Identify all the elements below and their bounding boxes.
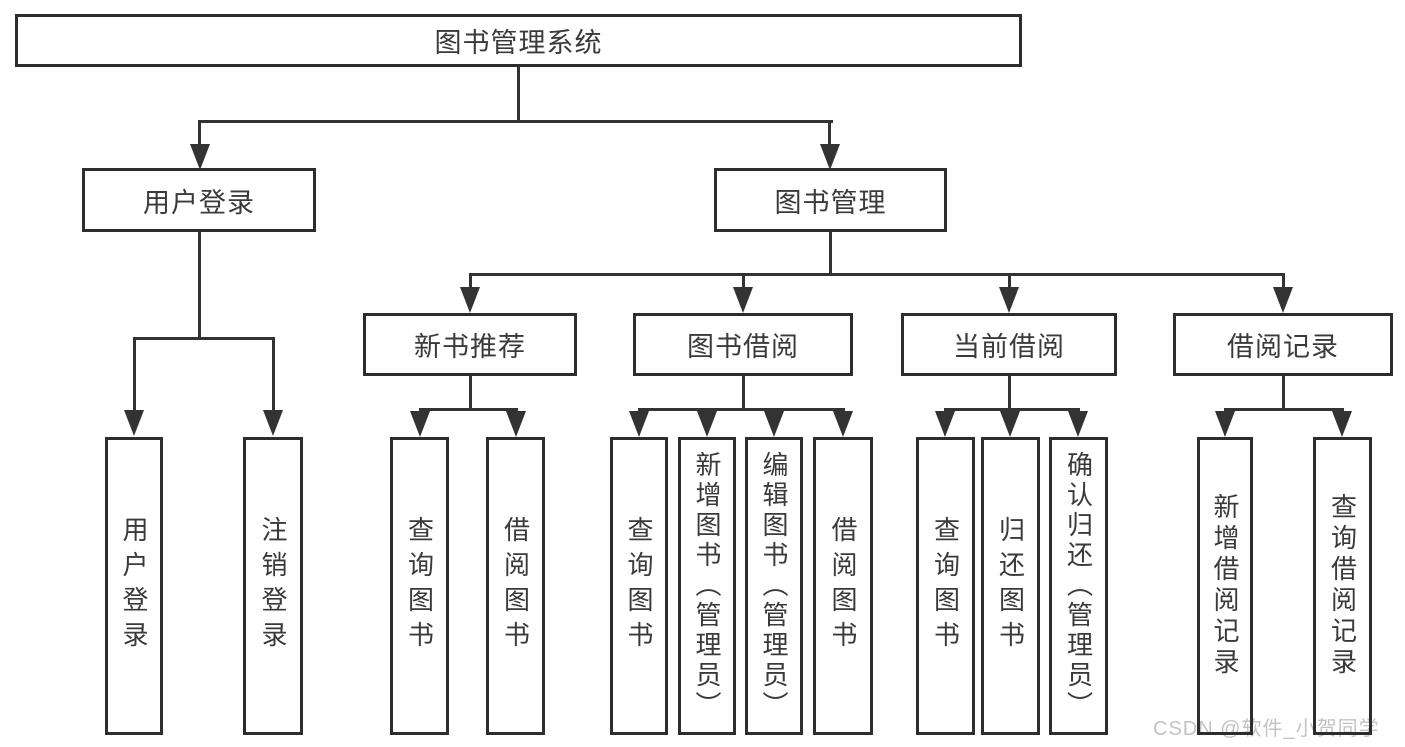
arrowhead-down-icon: [263, 410, 283, 436]
leaf-current-query-books: 查询图书: [916, 437, 975, 735]
leaf-current-query-books-label: 查询图书: [930, 516, 961, 656]
node-book-borrowing-label: 图书借阅: [687, 332, 799, 362]
connector-new-book-drop: [469, 374, 472, 411]
node-borrowing-records-label: 借阅记录: [1227, 332, 1339, 362]
node-book-management-label: 图书管理: [774, 187, 887, 218]
arrowhead-down-icon: [1215, 411, 1235, 437]
node-book-management: 图书管理: [714, 168, 947, 232]
leaf-return-books: 归还图书: [981, 437, 1040, 735]
connector-current-borrow-hline: [944, 408, 1080, 411]
leaf-borrow-books: 借阅图书: [813, 437, 873, 735]
node-new-book-recommend: 新书推荐: [363, 313, 577, 376]
leaf-query-borrow-record-label: 查询借阅记录: [1327, 493, 1358, 679]
leaf-confirm-return-admin: 确认归还（管理员）: [1049, 437, 1108, 735]
connector-book-mgmt-drop: [829, 232, 832, 276]
arrowhead-down-icon: [1068, 411, 1088, 437]
connector-root-drop: [517, 67, 520, 123]
leaf-user-login-label: 用户登录: [119, 516, 149, 656]
leaf-newbook-query-books-label: 查询图书: [404, 516, 435, 656]
leaf-add-borrow-record-label: 新增借阅记录: [1210, 493, 1240, 679]
connector-user-login-drop: [198, 232, 201, 338]
connector-new-book-hline: [419, 408, 517, 411]
connector-arrow-stem: [272, 337, 275, 411]
leaf-borrow-query-books-label: 查询图书: [624, 516, 654, 656]
arrowhead-down-icon: [1273, 287, 1293, 313]
connector-book-borrow-hline: [638, 408, 844, 411]
leaf-newbook-borrow-books: 借阅图书: [486, 437, 545, 735]
arrowhead-down-icon: [1332, 411, 1352, 437]
arrowhead-down-icon: [190, 144, 210, 170]
connector-user-login-hline: [133, 337, 275, 340]
node-current-borrowing: 当前借阅: [901, 313, 1117, 376]
arrowhead-down-icon: [1000, 411, 1020, 437]
connector-arrow-stem: [742, 273, 745, 289]
connector-level3-hline: [469, 273, 1285, 276]
leaf-borrow-books-label: 借阅图书: [828, 516, 858, 656]
arrowhead-down-icon: [935, 411, 955, 437]
leaf-add-books-admin-label: 新增图书（管理员）: [692, 451, 722, 721]
leaf-newbook-query-books: 查询图书: [390, 437, 449, 735]
arrowhead-down-icon: [820, 144, 840, 170]
arrowhead-down-icon: [733, 287, 753, 313]
leaf-confirm-return-admin-label: 确认归还（管理员）: [1063, 451, 1094, 721]
arrowhead-down-icon: [629, 411, 649, 437]
leaf-borrow-query-books: 查询图书: [610, 437, 668, 735]
connector-arrow-stem: [198, 120, 201, 146]
leaf-logout: 注销登录: [243, 437, 303, 735]
connector-level2-hline: [199, 120, 833, 123]
arrowhead-down-icon: [697, 411, 717, 437]
node-new-book-recommend-label: 新书推荐: [414, 332, 526, 362]
leaf-return-books-label: 归还图书: [995, 516, 1026, 656]
connector-arrow-stem: [133, 337, 136, 411]
node-user-login-label: 用户登录: [143, 187, 255, 218]
leaf-edit-books-admin-label: 编辑图书（管理员）: [759, 451, 789, 721]
arrowhead-down-icon: [410, 411, 430, 437]
arrowhead-down-icon: [833, 411, 853, 437]
connector-arrow-stem: [469, 273, 472, 289]
leaf-add-borrow-record: 新增借阅记录: [1197, 437, 1253, 735]
arrowhead-down-icon: [764, 411, 784, 437]
connector-borrow-record-drop: [1282, 374, 1285, 411]
leaf-query-borrow-record: 查询借阅记录: [1313, 437, 1372, 735]
arrowhead-down-icon: [460, 287, 480, 313]
node-borrowing-records: 借阅记录: [1173, 313, 1393, 376]
leaf-add-books-admin: 新增图书（管理员）: [678, 437, 736, 735]
node-root-label: 图书管理系统: [434, 28, 603, 58]
connector-arrow-stem: [1282, 273, 1285, 289]
node-current-borrowing-label: 当前借阅: [953, 332, 1065, 362]
leaf-user-login: 用户登录: [105, 437, 163, 735]
leaf-newbook-borrow-books-label: 借阅图书: [500, 516, 531, 656]
connector-arrow-stem: [1008, 273, 1011, 289]
node-user-login: 用户登录: [82, 168, 316, 232]
connector-arrow-stem: [828, 120, 831, 146]
connector-borrow-record-hline: [1224, 408, 1343, 411]
arrowhead-down-icon: [506, 411, 526, 437]
leaf-logout-label: 注销登录: [258, 516, 288, 656]
connector-book-borrow-drop: [742, 374, 745, 411]
arrowhead-down-icon: [999, 287, 1019, 313]
connector-current-borrow-drop: [1008, 374, 1011, 411]
node-book-borrowing: 图书借阅: [633, 313, 853, 376]
arrowhead-down-icon: [124, 410, 144, 436]
leaf-edit-books-admin: 编辑图书（管理员）: [745, 437, 803, 735]
node-root: 图书管理系统: [15, 14, 1022, 67]
